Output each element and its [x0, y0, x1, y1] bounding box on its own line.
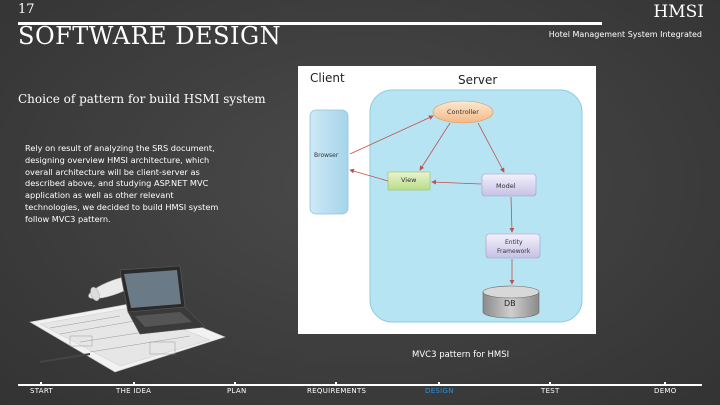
nav-tick [335, 382, 337, 386]
client-label: Client [310, 71, 345, 85]
nav-item-design[interactable]: DESIGN [425, 387, 454, 395]
nav-tick [234, 382, 236, 386]
slide-title: SOFTWARE DESIGN [18, 22, 282, 50]
nav-tick [664, 382, 666, 386]
view-label: View [401, 176, 417, 184]
nav-tick [549, 382, 551, 386]
browser-label: Browser [314, 152, 339, 159]
model-node [481, 173, 537, 197]
slide-number: 17 [18, 2, 35, 17]
server-label: Server [458, 73, 497, 87]
db-cylinder [482, 292, 540, 319]
entity-framework-node [485, 233, 541, 259]
browser-box [309, 109, 349, 215]
arrow-model-view [431, 179, 482, 185]
brand-logo-text: HMSI [653, 2, 704, 22]
arrow-controller-model [477, 122, 505, 173]
nav-item-plan[interactable]: PLAN [227, 387, 247, 395]
nav-tick [438, 382, 440, 386]
arrow-model-entity [509, 196, 515, 233]
section-heading: Choice of pattern for build HSMI system [18, 92, 266, 106]
db-label: DB [504, 299, 516, 308]
model-label: Model [496, 182, 516, 190]
framework-label: Framework [497, 248, 531, 255]
arrow-view-browser [349, 168, 389, 182]
arrow-controller-view [419, 122, 451, 171]
laptop-blueprint-illustration [29, 265, 226, 373]
body-paragraph: Rely on result of analyzing the SRS docu… [25, 143, 219, 224]
nav-item-requirements[interactable]: REQUIREMENTS [307, 387, 367, 395]
mvc-architecture-diagram: Client Server Browser Controller View Mo… [298, 66, 596, 334]
nav-tick [133, 382, 135, 386]
nav-item-test[interactable]: TEST [541, 387, 560, 395]
controller-label: Controller [447, 108, 479, 116]
nav-rule [18, 384, 702, 386]
entity-label: Entity [505, 239, 523, 246]
arrow-browser-controller [349, 115, 434, 155]
bottom-navigation: START THE IDEA PLAN REQUIREMENTS DESIGN … [0, 382, 720, 405]
controller-node [432, 100, 494, 124]
diagram-caption: MVC3 pattern for HMSI [412, 350, 510, 360]
nav-item-demo[interactable]: DEMO [654, 387, 677, 395]
nav-item-start[interactable]: START [30, 387, 54, 395]
brand-subtitle: Hotel Management System Integrated [548, 30, 702, 39]
nav-item-the-idea[interactable]: THE IDEA [116, 387, 152, 395]
nav-tick [40, 382, 42, 386]
server-panel [369, 89, 583, 323]
db-cylinder-top [482, 285, 540, 299]
header-rule [18, 22, 602, 25]
